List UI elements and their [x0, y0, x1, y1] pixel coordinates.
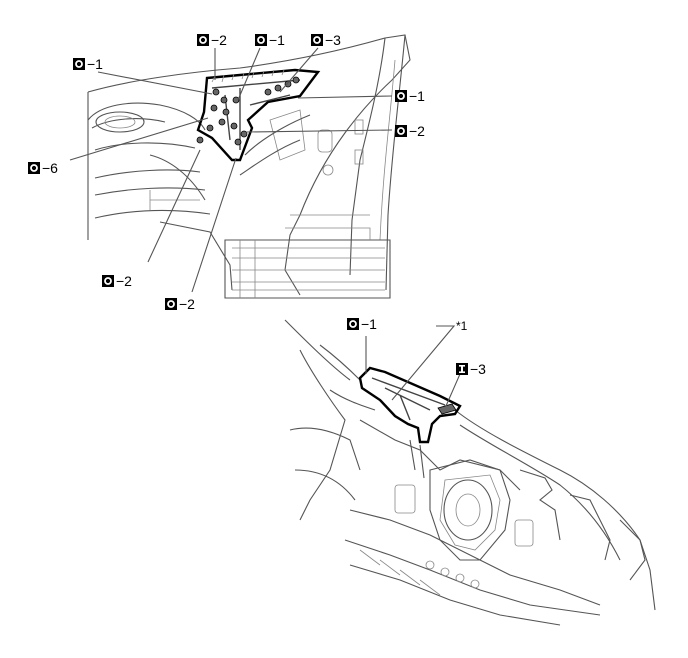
callout-text: −1: [87, 56, 103, 72]
callout-text: −2: [409, 123, 425, 139]
o-symbol-icon: [102, 275, 114, 287]
callout-labels: −2 −1 −3 −1 −1 −2: [28, 32, 486, 377]
top-body-drawing: [87, 34, 411, 299]
o-symbol-icon: [165, 298, 177, 310]
o-symbol-icon: [347, 318, 359, 330]
callout-text: −2: [116, 273, 132, 289]
callout-top-7: −2: [102, 273, 132, 289]
callout-text: −1: [361, 316, 377, 332]
callout-text: *1: [456, 319, 468, 333]
o-symbol-icon: [255, 34, 267, 46]
o-symbol-icon: [197, 34, 209, 46]
o-symbol-icon: [311, 34, 323, 46]
callout-text: −3: [325, 32, 341, 48]
o-symbol-icon: [28, 162, 40, 174]
callout-top-2: −3: [311, 32, 341, 48]
callout-text: −1: [269, 32, 285, 48]
callout-top-8: −2: [165, 296, 195, 312]
o-symbol-icon: [395, 90, 407, 102]
callout-text: −6: [42, 160, 58, 176]
callout-text: −2: [179, 296, 195, 312]
callout-bottom-1: *1: [456, 319, 468, 333]
callout-text: −3: [470, 361, 486, 377]
bottom-body-drawing: [284, 319, 656, 626]
callout-top-0: −2: [197, 32, 227, 48]
top-leader-lines: [69, 47, 393, 293]
callout-bottom-0: −1: [347, 316, 377, 332]
callout-bottom-2: −3: [456, 361, 486, 377]
callout-top-3: −1: [395, 88, 425, 104]
o-symbol-icon: [73, 58, 85, 70]
bottom-leader-lines: [365, 325, 461, 407]
top-part-outline: [196, 68, 321, 162]
o-symbol-icon: [395, 125, 407, 137]
callout-top-6: −6: [28, 160, 58, 176]
callout-text: −1: [409, 88, 425, 104]
callout-top-5: −2: [395, 123, 425, 139]
bottom-part-outline: [358, 366, 462, 444]
callout-top-4: −1: [73, 56, 103, 72]
top-bolts: [196, 76, 300, 146]
callout-text: −2: [211, 32, 227, 48]
callout-top-1: −1: [255, 32, 285, 48]
